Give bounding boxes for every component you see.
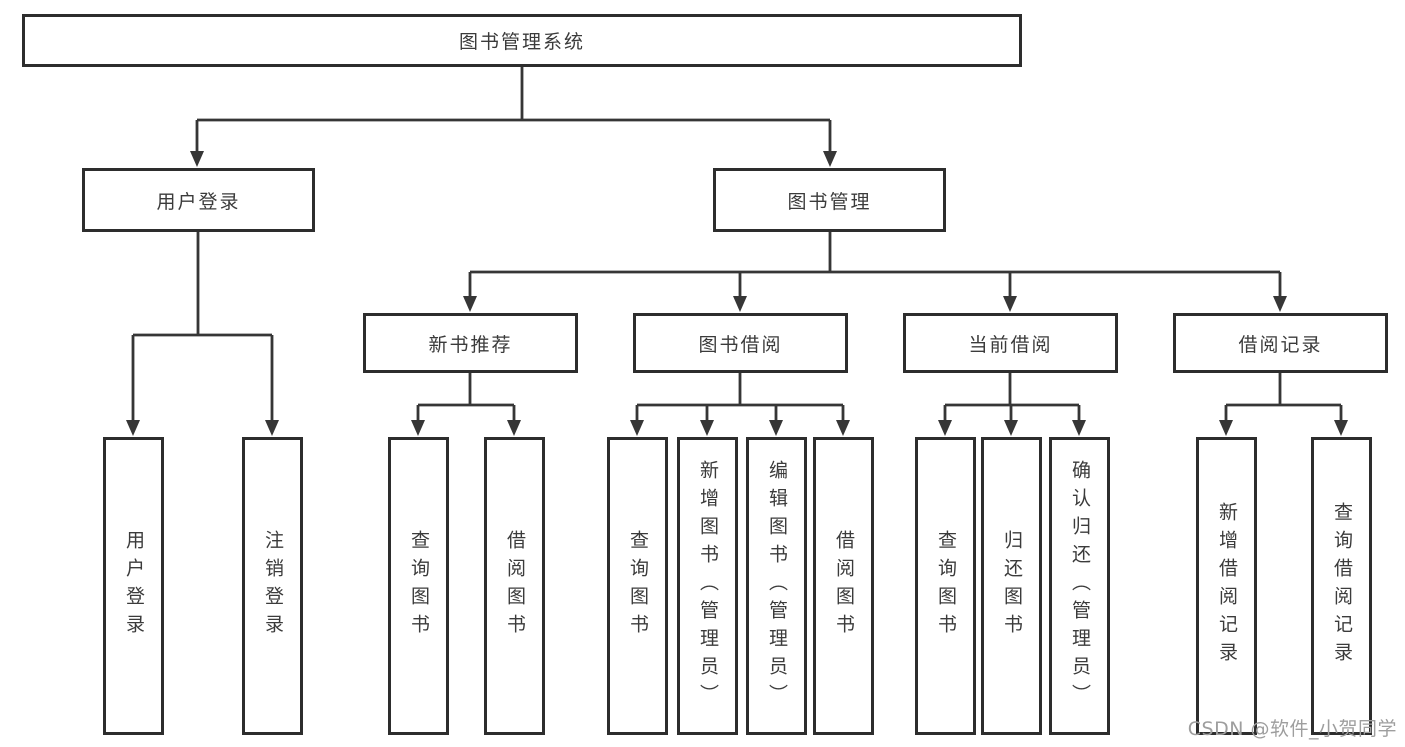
node-new-book-recommend: 新书推荐 bbox=[363, 313, 578, 373]
leaf-user-login-label: 用户登录 bbox=[123, 530, 145, 642]
leaf-logout: 注销登录 bbox=[242, 437, 303, 735]
node-current-borrow-label: 当前借阅 bbox=[968, 333, 1053, 356]
node-book-management: 图书管理 bbox=[713, 168, 946, 232]
node-user-login-label: 用户登录 bbox=[156, 190, 241, 213]
leaf-newbook-borrow-label: 借阅图书 bbox=[504, 530, 526, 642]
leaf-borrow-edit-label: 编辑图书（管理员） bbox=[766, 460, 788, 712]
node-root-label: 图书管理系统 bbox=[458, 31, 585, 53]
leaf-current-return-label: 归还图书 bbox=[1001, 530, 1023, 642]
leaf-newbook-query: 查询图书 bbox=[388, 437, 449, 735]
leaf-newbook-borrow: 借阅图书 bbox=[484, 437, 545, 735]
leaf-record-query: 查询借阅记录 bbox=[1311, 437, 1372, 735]
leaf-record-query-label: 查询借阅记录 bbox=[1331, 502, 1353, 670]
leaf-borrow-book: 借阅图书 bbox=[813, 437, 874, 735]
leaf-logout-label: 注销登录 bbox=[262, 530, 284, 642]
leaf-current-query: 查询图书 bbox=[915, 437, 976, 735]
leaf-borrow-query: 查询图书 bbox=[607, 437, 668, 735]
node-book-borrow: 图书借阅 bbox=[633, 313, 848, 373]
leaf-current-return: 归还图书 bbox=[981, 437, 1042, 735]
node-book-management-label: 图书管理 bbox=[787, 190, 872, 213]
leaf-record-add: 新增借阅记录 bbox=[1196, 437, 1257, 735]
leaf-borrow-add: 新增图书（管理员） bbox=[677, 437, 738, 735]
leaf-current-query-label: 查询图书 bbox=[935, 530, 957, 642]
leaf-borrow-query-label: 查询图书 bbox=[627, 530, 649, 642]
leaf-borrow-add-label: 新增图书（管理员） bbox=[697, 460, 719, 712]
leaf-current-confirm-return: 确认归还（管理员） bbox=[1049, 437, 1110, 735]
node-user-login: 用户登录 bbox=[82, 168, 315, 232]
node-current-borrow: 当前借阅 bbox=[903, 313, 1118, 373]
leaf-newbook-query-label: 查询图书 bbox=[408, 530, 430, 642]
node-new-book-recommend-label: 新书推荐 bbox=[428, 333, 513, 356]
leaf-user-login: 用户登录 bbox=[103, 437, 164, 735]
node-root: 图书管理系统 bbox=[22, 14, 1022, 67]
leaf-borrow-edit: 编辑图书（管理员） bbox=[746, 437, 807, 735]
csdn-watermark: CSDN @软件_小贺同学 bbox=[1187, 718, 1397, 740]
leaf-record-add-label: 新增借阅记录 bbox=[1216, 502, 1238, 670]
arrowheads bbox=[126, 151, 1348, 436]
node-borrow-records: 借阅记录 bbox=[1173, 313, 1388, 373]
node-borrow-records-label: 借阅记录 bbox=[1238, 333, 1323, 356]
node-book-borrow-label: 图书借阅 bbox=[698, 333, 783, 356]
leaf-borrow-book-label: 借阅图书 bbox=[833, 530, 855, 642]
leaf-current-confirm-return-label: 确认归还（管理员） bbox=[1069, 460, 1091, 712]
